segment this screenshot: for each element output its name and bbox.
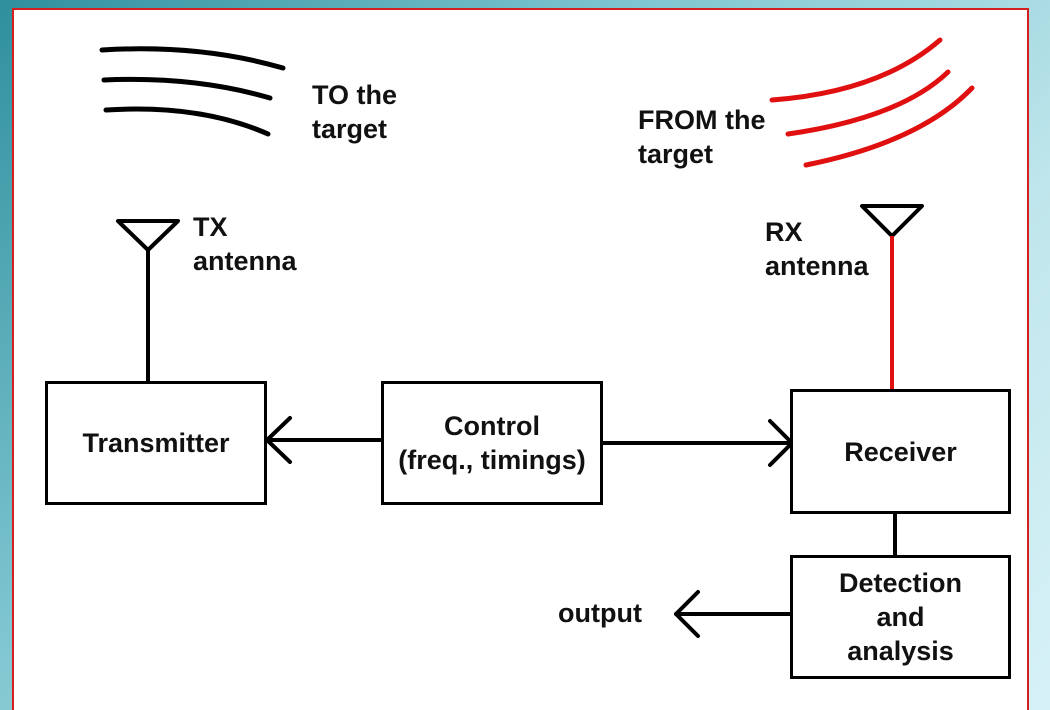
incoming-wave-1 [769,37,943,103]
transmitter-box: Transmitter [45,381,267,505]
control-label: Control (freq., timings) [398,411,586,475]
receiver-label: Receiver [844,436,957,467]
detection-label: Detection and analysis [838,568,963,666]
tx-antenna-label: TX antenna [193,212,297,276]
outgoing-wave-2 [101,76,273,101]
to-target-label: TO the target [312,80,398,144]
output-label: output [558,598,642,628]
outgoing-waves [99,46,286,137]
incoming-waves [769,37,975,168]
outgoing-wave-1 [99,46,286,71]
control-to-transmitter-arrow [265,416,384,464]
detection-box: Detection and analysis [790,555,1011,679]
incoming-wave-2 [785,69,951,137]
rx-antenna-label: RX antenna [765,217,869,281]
tx-antenna-symbol [116,219,180,382]
transmitter-label: Transmitter [82,428,230,458]
incoming-wave-3 [803,85,975,168]
control-to-receiver-arrow [600,419,794,467]
from-target-label: FROM the target [638,105,766,169]
detection-to-output-arrow [674,590,794,638]
receiver-box: Receiver [790,389,1011,514]
rx-antenna-symbol [860,204,924,391]
outgoing-wave-3 [103,106,271,137]
control-box: Control (freq., timings) [381,381,603,505]
